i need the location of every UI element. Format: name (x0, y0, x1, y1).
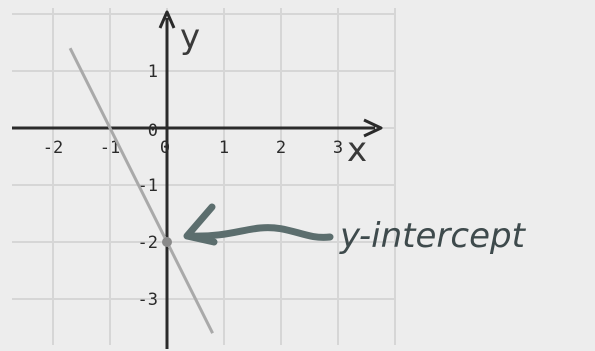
x-tick-label: -2 (43, 138, 63, 158)
grid-lines (12, 8, 396, 345)
y-tick-label: 0 (148, 121, 158, 141)
x-tick-label: 0 (160, 138, 170, 158)
y-axis-name: y (180, 17, 200, 57)
x-tick-label: 3 (333, 138, 343, 158)
y-tick-label: -2 (138, 233, 158, 253)
y-tick-label: 1 (148, 62, 158, 82)
y-axis-arrowhead (158, 10, 176, 29)
y-intercept-label: y-intercept (339, 216, 527, 256)
x-axis-arrowhead (363, 118, 383, 138)
pointer-arrowhead (183, 203, 218, 246)
pointer-arrow (186, 224, 334, 241)
x-axis-name: x (347, 130, 367, 170)
y-tick-label: -3 (138, 290, 158, 310)
x-tick-label: 2 (276, 138, 286, 158)
x-tick-label: 1 (219, 138, 229, 158)
x-tick-label: -1 (100, 138, 120, 158)
function-line (68, 47, 214, 334)
y-intercept-point (162, 237, 172, 247)
axes (12, 10, 383, 349)
y-tick-labels: 10-1-2-3 (138, 62, 158, 310)
x-tick-labels: -2 -1 0 1 2 3 (43, 138, 343, 158)
